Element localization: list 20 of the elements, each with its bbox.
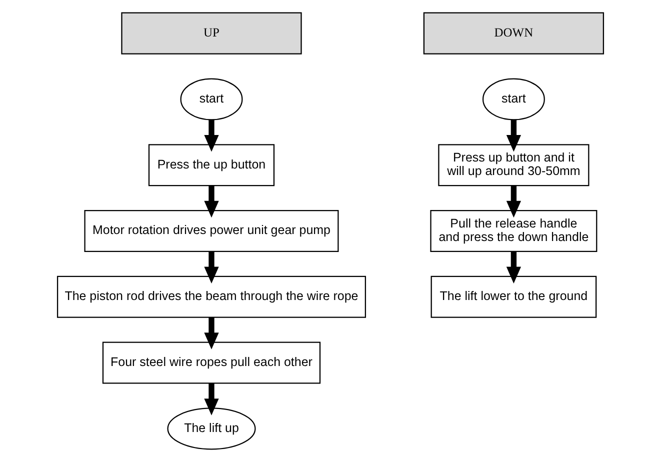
node-ellipse: start [482,78,545,120]
node-box: DOWN [423,12,604,54]
arrow [204,317,219,350]
node-box: UP [121,12,302,54]
arrow [506,120,522,152]
node-ellipse: start [180,78,243,120]
node-box: Pull the release handle and press the down handle [430,210,598,252]
node-box: Press the up button [148,144,275,186]
arrow [506,252,522,284]
node-box: Press up button and it will up around 30-50mm [438,144,590,186]
node-box: Four steel wire ropes pull each other [102,342,321,384]
node-box: The lift lower to the ground [430,276,597,318]
arrow [204,186,219,218]
arrow [506,186,522,218]
arrow [204,252,219,284]
node-box: The piston rod drives the beam through the wire rope [56,276,366,318]
node-box: Motor rotation drives power unit gear pump [84,210,339,252]
node-ellipse: The lift up [167,408,256,450]
arrow [204,383,219,416]
arrow [204,120,219,152]
